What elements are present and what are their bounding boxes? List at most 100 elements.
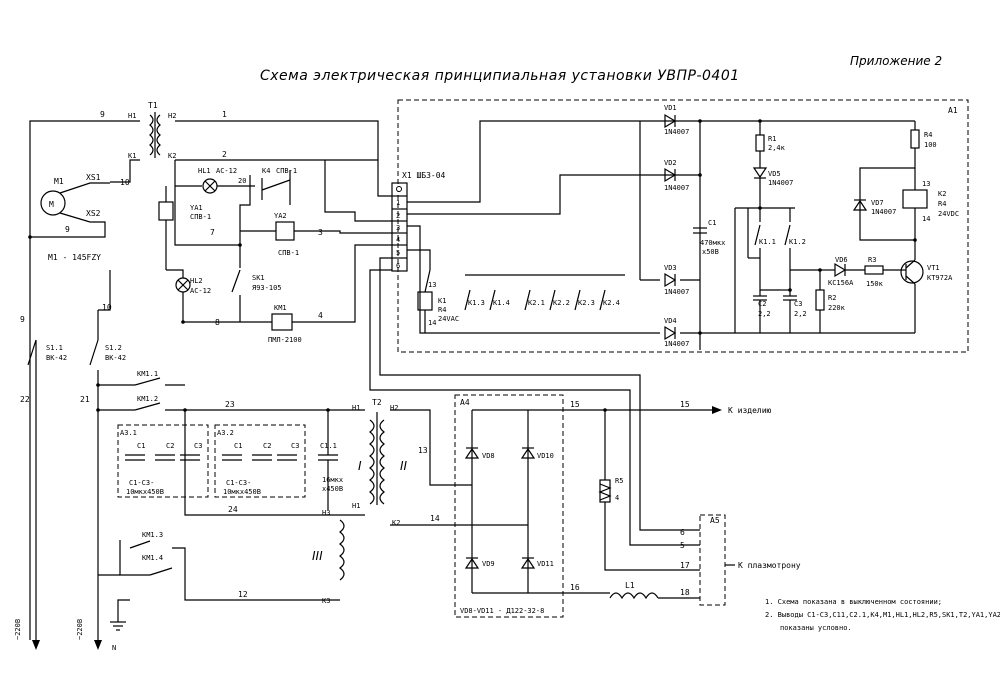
svg-text:HL2: HL2 xyxy=(190,277,203,285)
svg-text:5: 5 xyxy=(396,249,400,257)
diode-vd11 xyxy=(520,557,536,569)
contactor-km1-coil xyxy=(271,313,293,331)
svg-text:9: 9 xyxy=(100,110,105,119)
diode-vd1 xyxy=(664,113,677,129)
svg-text:16мкх: 16мкх xyxy=(322,476,343,484)
transistor-vt1 xyxy=(900,260,924,284)
svg-text:C1: C1 xyxy=(234,442,242,450)
contact-km12 xyxy=(134,402,161,411)
relay-k4 xyxy=(261,170,291,205)
svg-text:1: 1 xyxy=(222,110,227,119)
svg-text:~220В: ~220В xyxy=(14,619,22,640)
inductor-l1 xyxy=(609,592,659,600)
resistor-r2 xyxy=(815,289,825,311)
mains-arrows xyxy=(32,640,102,650)
svg-text:х450В: х450В xyxy=(322,485,343,493)
svg-text:K1.3: K1.3 xyxy=(468,299,485,307)
svg-text:17: 17 xyxy=(680,561,690,570)
svg-text:C3: C3 xyxy=(194,442,202,450)
note-3: показаны условно. xyxy=(780,624,852,632)
svg-text:4: 4 xyxy=(396,236,400,244)
svg-text:K2: K2 xyxy=(392,519,400,527)
note-1: 1. Схема показана в выключенном состояни… xyxy=(765,598,942,606)
svg-text:M1 - 145FZY: M1 - 145FZY xyxy=(48,253,101,262)
switch-s11 xyxy=(27,339,37,366)
relay-k2-coil xyxy=(902,189,928,209)
capacitor-bank-a31 xyxy=(117,424,209,498)
svg-text:10мкх450В: 10мкх450В xyxy=(223,488,261,496)
svg-text:A3.1: A3.1 xyxy=(120,429,137,437)
svg-text:ПМЛ-2100: ПМЛ-2100 xyxy=(268,336,302,344)
svg-text:Я93-105: Я93-105 xyxy=(252,284,282,292)
svg-text:СПВ-1: СПВ-1 xyxy=(278,249,299,257)
svg-text:R4: R4 xyxy=(938,200,946,208)
svg-text:Н1: Н1 xyxy=(128,112,136,120)
svg-text:1: 1 xyxy=(396,199,400,207)
svg-text:C3: C3 xyxy=(794,300,802,308)
svg-text:YA1: YA1 xyxy=(190,204,203,212)
svg-text:K1.1: K1.1 xyxy=(759,238,776,246)
svg-text:S1.2: S1.2 xyxy=(105,344,122,352)
svg-text:VD8: VD8 xyxy=(482,452,495,460)
svg-text:ВК-42: ВК-42 xyxy=(46,354,67,362)
svg-text:1N4007: 1N4007 xyxy=(664,288,689,296)
svg-text:K1.2: K1.2 xyxy=(789,238,806,246)
svg-text:К плазмотрону: К плазмотрону xyxy=(738,561,801,570)
svg-text:KM1.4: KM1.4 xyxy=(142,554,163,562)
svg-text:9: 9 xyxy=(20,315,25,324)
motor-m1 xyxy=(40,190,66,216)
svg-text:VD5: VD5 xyxy=(768,170,781,178)
svg-text:T2: T2 xyxy=(372,398,382,407)
svg-text:~220В: ~220В xyxy=(76,619,84,640)
capacitor-c1-a1 xyxy=(693,227,707,234)
svg-text:VD11: VD11 xyxy=(537,560,554,568)
svg-text:20: 20 xyxy=(238,177,246,185)
svg-text:10: 10 xyxy=(120,178,130,187)
svg-text:24VDC: 24VDC xyxy=(938,210,959,218)
transformer-t2 xyxy=(339,412,385,581)
svg-text:VT1: VT1 xyxy=(927,264,940,272)
svg-text:C1: C1 xyxy=(708,219,716,227)
svg-text:R1: R1 xyxy=(768,135,776,143)
svg-text:KM1.1: KM1.1 xyxy=(137,370,158,378)
block-a1-label: A1 xyxy=(948,106,958,115)
capacitor-bank-a32 xyxy=(214,424,306,498)
svg-text:150к: 150к xyxy=(866,280,884,288)
svg-text:10: 10 xyxy=(102,303,112,312)
svg-text:VD2: VD2 xyxy=(664,159,677,167)
diode-vd8 xyxy=(464,447,480,459)
svg-text:C1.1: C1.1 xyxy=(320,442,337,450)
svg-text:3: 3 xyxy=(396,224,400,232)
rectifier-a4 xyxy=(454,394,564,618)
svg-text:12: 12 xyxy=(238,590,248,599)
svg-text:YA2: YA2 xyxy=(274,212,287,220)
svg-text:VD3: VD3 xyxy=(664,264,677,272)
zener-vd6 xyxy=(834,262,847,278)
svg-text:II: II xyxy=(400,459,408,473)
svg-text:13: 13 xyxy=(418,446,428,455)
svg-text:C1: C1 xyxy=(137,442,145,450)
contact-km11 xyxy=(134,377,161,386)
svg-text:T1: T1 xyxy=(148,101,158,110)
contact-km14 xyxy=(149,567,173,576)
svg-text:R2: R2 xyxy=(828,294,836,302)
svg-text:2: 2 xyxy=(396,212,400,220)
svg-text:C3: C3 xyxy=(291,442,299,450)
svg-text:9: 9 xyxy=(65,225,70,234)
connector-x1: 1 2 3 4 5 6 xyxy=(391,182,408,272)
ground-symbol xyxy=(110,599,130,631)
wire-9-left xyxy=(29,120,140,640)
svg-text:KM1: KM1 xyxy=(274,304,287,312)
svg-text:24: 24 xyxy=(228,505,238,514)
capacitor-c2-a1 xyxy=(753,290,767,333)
solenoid-ya1 xyxy=(158,201,174,221)
svg-text:10мкх450В: 10мкх450В xyxy=(126,488,164,496)
svg-text:K2.3: K2.3 xyxy=(578,299,595,307)
svg-text:K2: K2 xyxy=(168,152,176,160)
svg-text:2,2: 2,2 xyxy=(794,310,807,318)
svg-text:VD8-VD11 - Д122-32-8: VD8-VD11 - Д122-32-8 xyxy=(460,607,544,615)
svg-text:N: N xyxy=(112,644,116,652)
svg-text:х50В: х50В xyxy=(702,248,719,256)
svg-text:15: 15 xyxy=(570,400,580,409)
svg-text:14: 14 xyxy=(430,514,440,523)
